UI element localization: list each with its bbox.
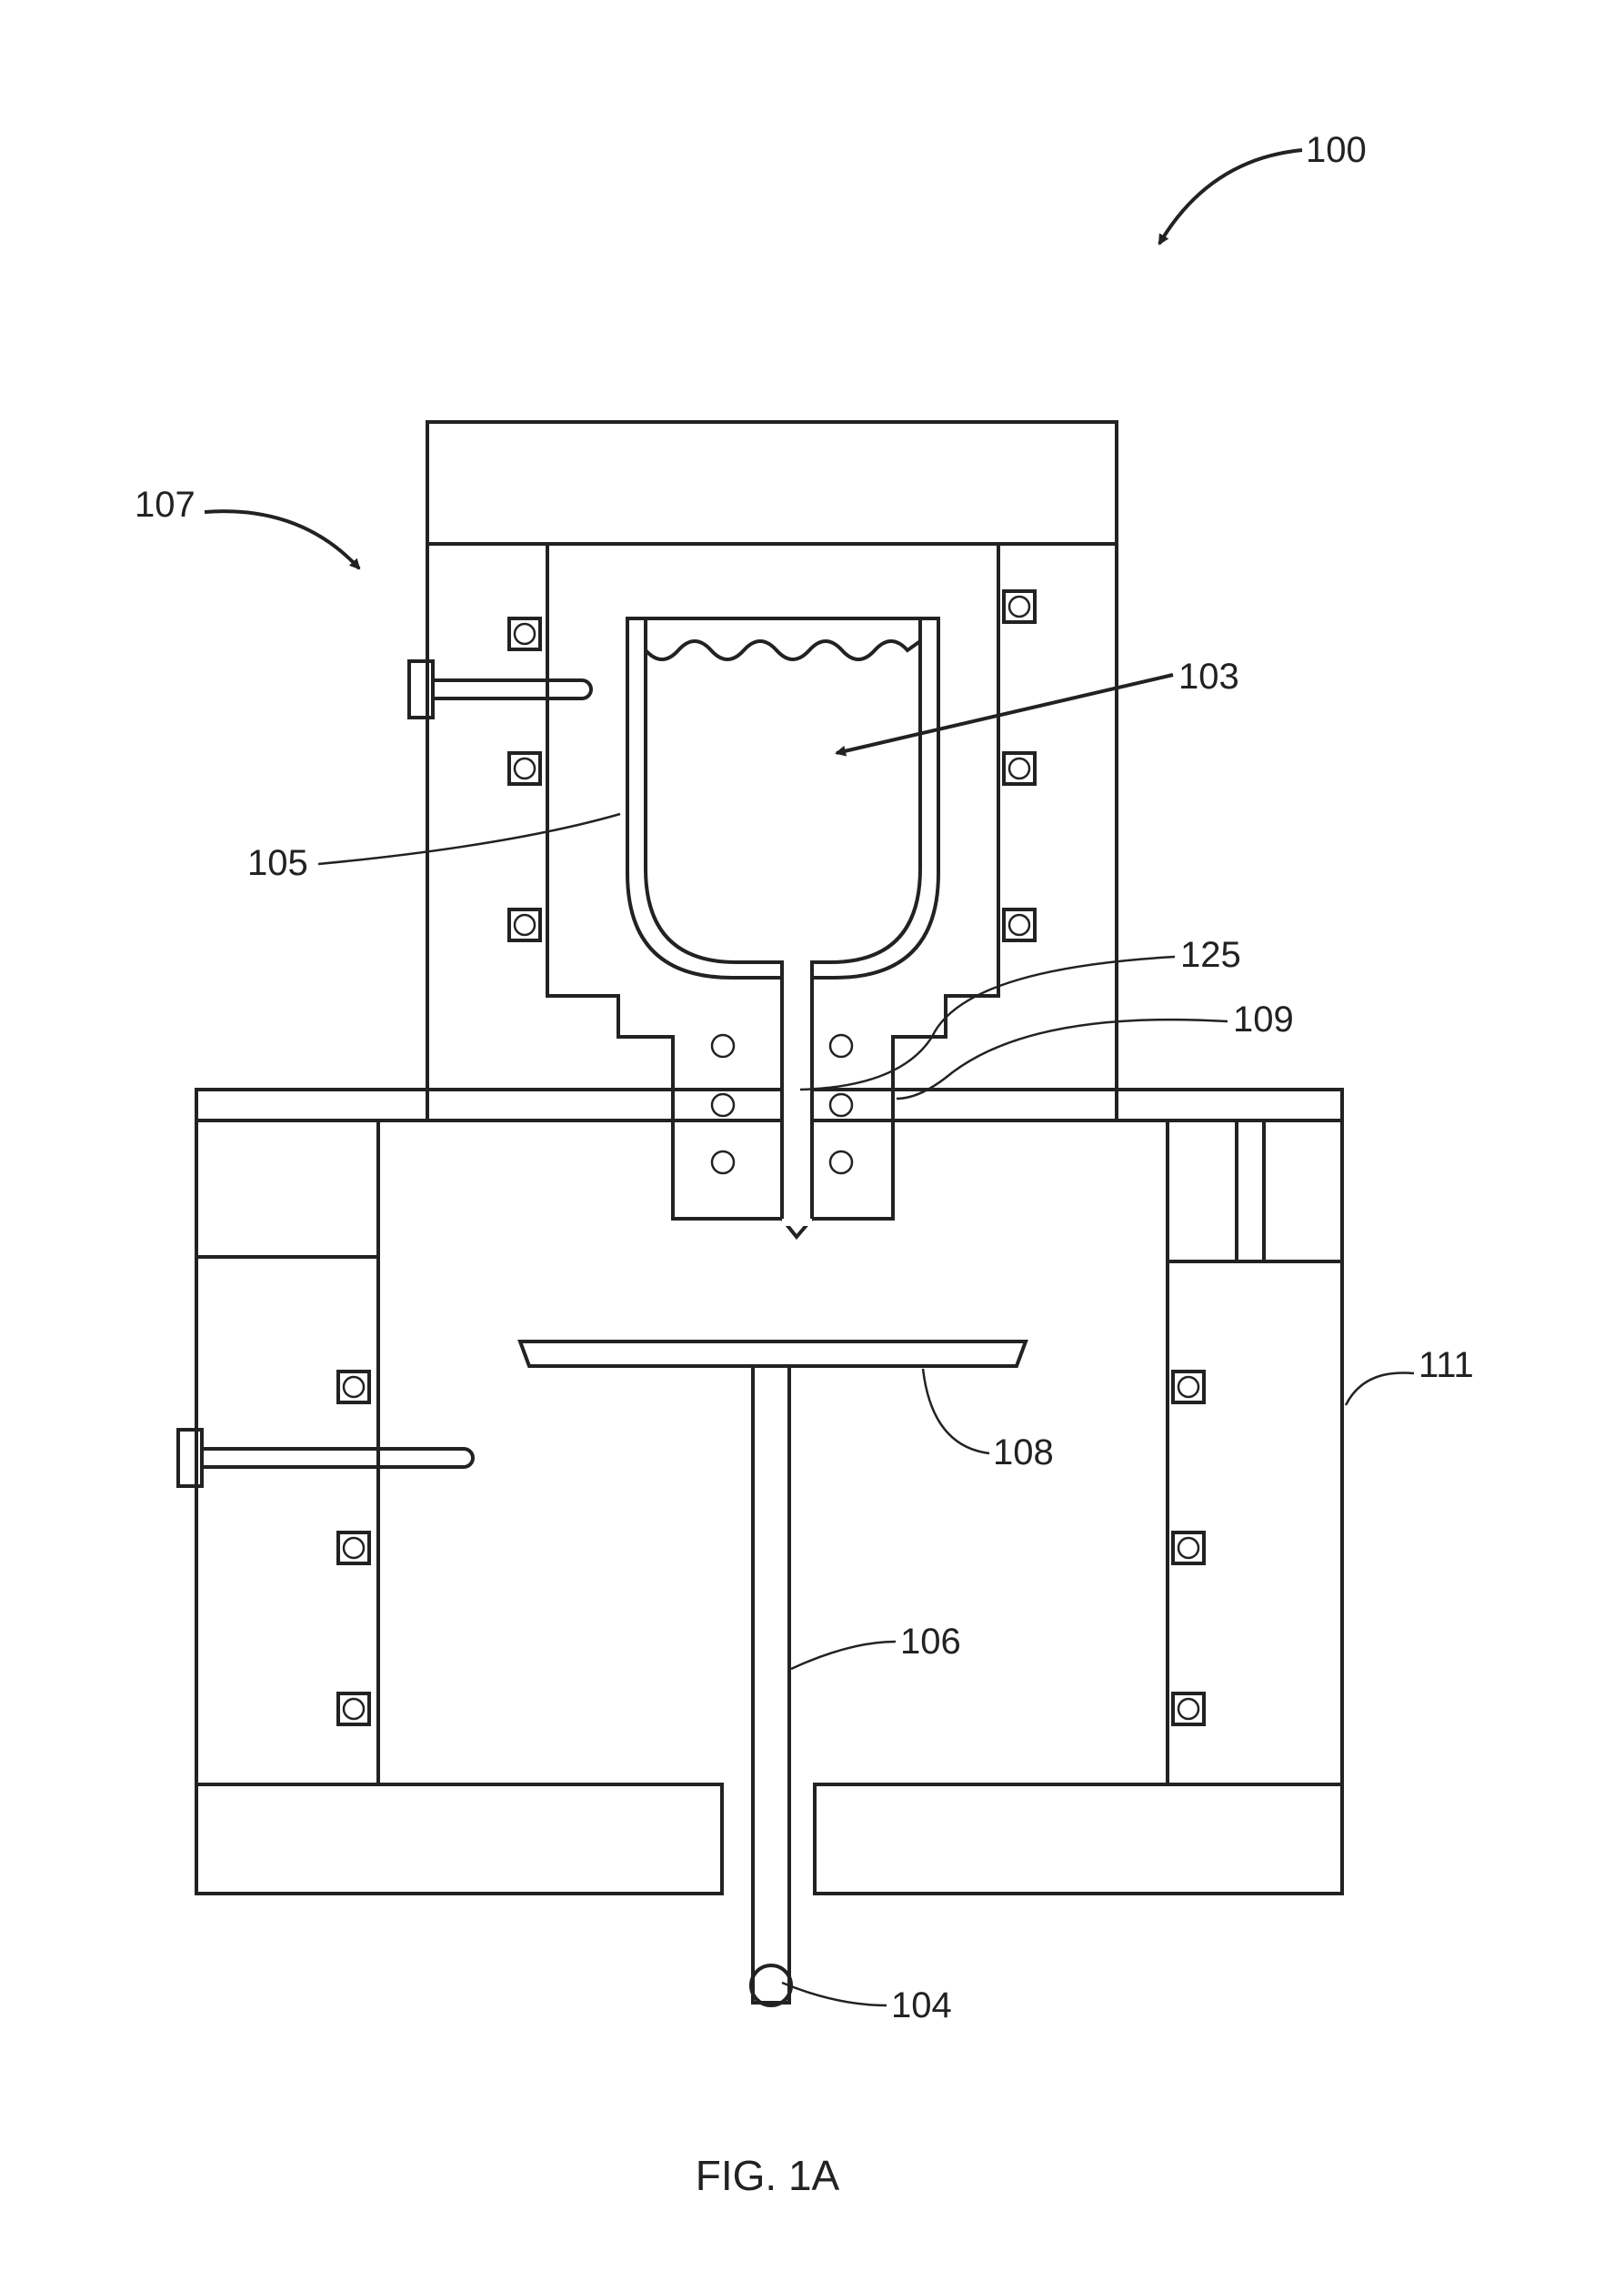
rod-shaft (751, 1366, 791, 2005)
lower-heater-elements (338, 1372, 1204, 1724)
label-109: 109 (1233, 1000, 1294, 1040)
label-108: 108 (993, 1432, 1054, 1472)
right-wall-insulation (1168, 1261, 1342, 1784)
left-wall-insulation (196, 1257, 378, 1784)
platform (520, 1341, 1026, 1366)
label-103: 103 (1178, 657, 1239, 697)
bottom-right-insulation (815, 1784, 1342, 1894)
label-111: 111 (1418, 1345, 1474, 1385)
upper-thermocouple (409, 661, 591, 718)
upper-chamber (427, 422, 1117, 1237)
lower-chamber (196, 1090, 1342, 1894)
figure-caption: FIG. 1A (696, 2152, 840, 2199)
bottom-left-insulation (196, 1784, 722, 1894)
label-107: 107 (135, 485, 195, 525)
label-104: 104 (891, 1985, 952, 2025)
label-106: 106 (900, 1622, 961, 1662)
label-105: 105 (247, 843, 308, 883)
lower-thermocouple (178, 1430, 473, 1486)
label-125: 125 (1180, 935, 1241, 975)
top-insulation (427, 422, 1117, 544)
melt-surface (646, 641, 920, 659)
support-ball (751, 1965, 791, 2005)
label-100: 100 (1306, 130, 1367, 170)
upper-heater-elements (509, 591, 1035, 940)
